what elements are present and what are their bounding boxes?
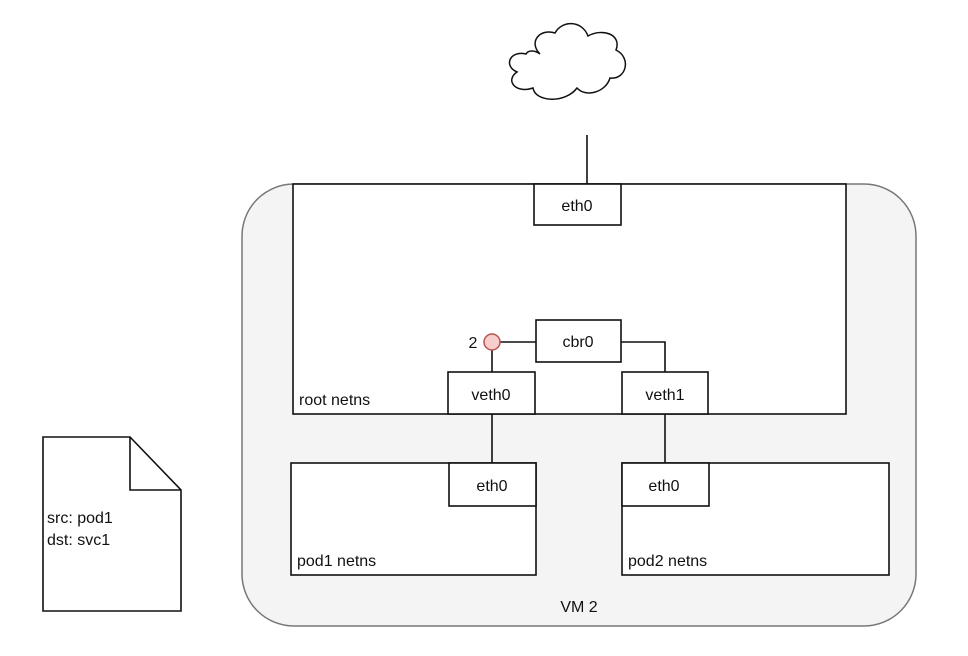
pod1-netns-label: pod1 netns: [297, 553, 376, 570]
root-eth0-label: eth0: [561, 198, 592, 215]
pod2-netns-label: pod2 netns: [628, 553, 707, 570]
vm-label: VM 2: [560, 599, 597, 616]
root-eth0-box[interactable]: [533, 183, 622, 226]
pod2-eth0-label: eth0: [648, 478, 679, 495]
pod1-eth0-label: eth0: [476, 478, 507, 495]
veth1-label: veth1: [645, 387, 684, 404]
root-netns-label: root netns: [299, 392, 370, 409]
pod1-eth0-box[interactable]: [448, 462, 537, 507]
step-marker: [483, 333, 501, 351]
step-marker-label: 2: [469, 335, 478, 352]
document-fold: [129, 437, 181, 491]
veth0-label: veth0: [471, 387, 510, 404]
cloud-icon: [508, 22, 627, 100]
cbr0-label: cbr0: [562, 334, 593, 351]
packet-src-line: src: pod1: [47, 510, 113, 527]
packet-dst-line: dst: svc1: [47, 532, 110, 549]
pod2-eth0-box[interactable]: [621, 462, 710, 507]
cbr0-to-veth1-link: [621, 341, 666, 372]
veth1-box[interactable]: [621, 371, 709, 415]
document-icon: [42, 436, 182, 612]
cbr0-box[interactable]: [535, 319, 622, 363]
